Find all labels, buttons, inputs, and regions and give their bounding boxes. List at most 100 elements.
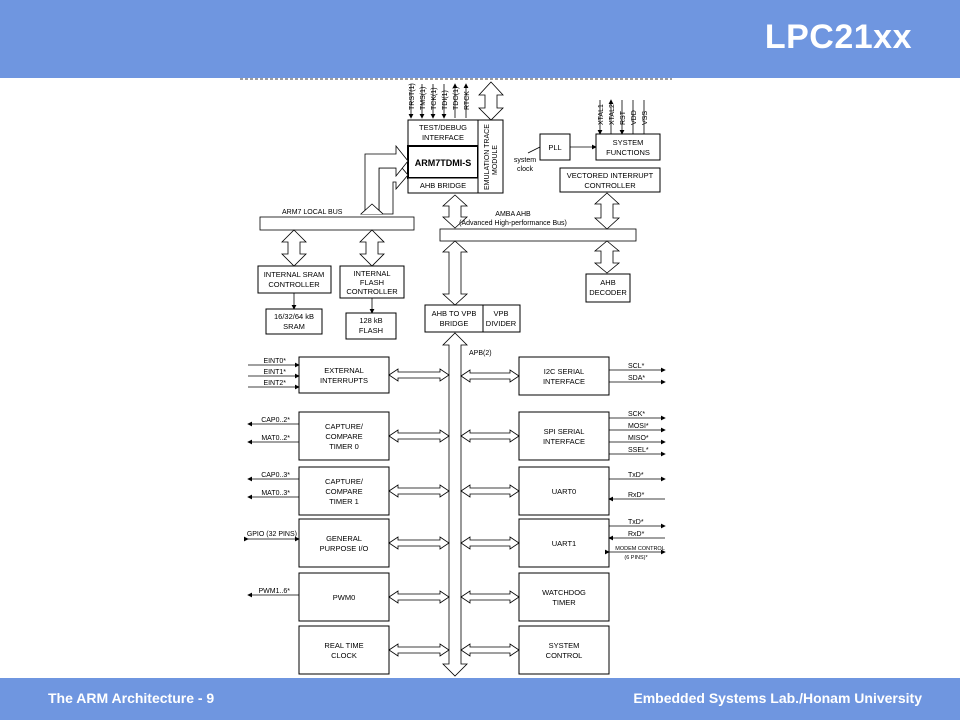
jtag-pin-label: RTCK [464,91,471,110]
real-time-clock-label: CLOCK [331,651,357,660]
pin-label: RxD* [628,531,645,538]
amba-ahb-label: (Advanced High-performance Bus) [459,220,567,227]
sram-ctrl-label: CONTROLLER [268,280,320,289]
system-functions-label: FUNCTIONS [606,148,650,157]
vic-label: VECTORED INTERRUPT [567,171,654,180]
ahb-decoder-label: DECODER [589,288,627,297]
pin: SCK* [609,411,666,421]
pin: PWM1..6* [247,588,299,598]
watchdog-timer-label: TIMER [552,598,576,607]
pwm0-block [298,572,390,622]
ahb-vpb-arrow [441,240,469,306]
etm-label: EMULATION TRACE [484,124,491,190]
system-pin-label: RST [620,110,627,125]
general-purpose-i-o-block [298,518,390,568]
capture-compare-timer-1-apb-arrow [388,484,450,498]
flash-ctrl-label: INTERNAL [353,269,390,278]
flash-label: 128 kB [359,316,382,325]
pwm0-apb-arrow [388,590,450,604]
spi-serial-interface-label: INTERFACE [543,437,585,446]
jtag-pin: RTCK [463,83,471,118]
etm-trace-arrow [478,81,504,121]
slide-title: LPC21xx [764,18,912,56]
pin-label: SSEL* [628,447,649,454]
system-pin-label: XTAL2 [609,104,616,125]
system-functions-label: SYSTEM [613,138,644,147]
amba-ahb-bus [439,228,637,242]
ahb-to-vpb-bridge [424,304,484,333]
test-debug-label: TEST/DEBUG [419,123,467,132]
pin: EINT0* [248,358,300,368]
sram-label: SRAM [283,322,305,331]
watchdog-timer-apb-arrow [460,590,520,604]
jtag-pin-label: TDI(1) [442,90,449,110]
ahb-decoder-arrow [593,240,621,274]
jtag-pin: TDO(1) [452,83,460,118]
system-pins: XTAL1 XTAL2 RST VDD VSS [597,99,649,135]
pin-label: TxD* [628,472,644,479]
pin-label: SCK* [628,411,645,418]
real-time-clock-apb-arrow [388,643,450,657]
system-clock-label: clock [517,166,533,173]
capture-compare-timer-0-label: COMPARE [325,432,362,441]
system-pin: XTAL2 [608,99,616,134]
pin-label: CAP0..3* [261,472,290,479]
pin: MAT0..3* [247,490,299,500]
flash-ctrl-label: FLASH [360,278,384,287]
real-time-clock-block [298,625,390,675]
vpb-divider [482,304,521,333]
pin-label: MAT0..2* [261,435,290,442]
i2c-serial-interface-label: INTERFACE [543,377,585,386]
uart1-block [518,518,610,568]
external-interrupts-label: EXTERNAL [324,366,364,375]
pin: SDA* [609,375,666,385]
uart1-label: UART1 [552,539,576,548]
vic-ahb-arrow [593,192,621,230]
real-time-clock-label: REAL TIME [324,641,363,650]
uart0-block [518,466,610,516]
i2c-serial-interface-label: I2C SERIAL [544,367,584,376]
system-pin-label: VDD [631,110,638,125]
pll-label: PLL [548,143,561,152]
uart1-apb-arrow [460,536,520,550]
pin: RxD* [608,492,665,502]
external-interrupts-label: INTERRUPTS [320,376,368,385]
sram-ctrl-label: INTERNAL SRAM [264,270,325,279]
ahb-vpb-bridge-label: AHB TO VPB [432,309,477,318]
vic-label: CONTROLLER [584,181,636,190]
pwm0-label: PWM0 [333,593,356,602]
pin: MISO* [609,435,666,445]
capture-compare-timer-0-label: CAPTURE/ [325,422,364,431]
pin: EINT1* [248,369,300,379]
system-pin: VSS [642,100,649,134]
pin-label: EINT1* [263,369,286,376]
system-control-apb-arrow [460,643,520,657]
ahb-vpb-bridge-label: BRIDGE [440,319,469,328]
jtag-pin: TRST(1) [408,83,416,119]
cpu-ahb-arrow [441,194,469,229]
system-functions [595,133,661,161]
pin-label: (6 PINS)* [624,555,648,561]
footer-right-text: Embedded Systems Lab./Honam University [633,690,922,706]
arm7-local-bus-label: ARM7 LOCAL BUS [282,209,343,216]
pin: RxD* [608,531,665,541]
external-interrupts-apb-arrow [388,368,450,382]
spi-serial-interface-apb-arrow [460,429,520,443]
pin: CAP0..3* [247,472,299,482]
jtag-pin-label: TDO(1) [453,87,460,110]
pin-label: SCL* [628,363,645,370]
flash-label: FLASH [359,326,383,335]
pin-label: MODEM CONTROL [615,546,665,552]
pin-label: EINT0* [263,358,286,365]
flash-ctrl-arrow [359,229,385,267]
jtag-pin: TCK(1) [430,84,438,119]
general-purpose-i-o-label: PURPOSE I/O [320,544,369,553]
slide-header: LPC21xx [0,0,960,78]
watchdog-timer-block [518,572,610,622]
pin-label: CAP0..2* [261,417,290,424]
sram-block [265,308,323,335]
system-pin-label: VSS [642,111,649,125]
jtag-pin: TMS(1) [419,84,427,119]
footer-left-text: The ARM Architecture - 9 [48,690,215,706]
i2c-serial-interface-apb-arrow [460,369,520,383]
